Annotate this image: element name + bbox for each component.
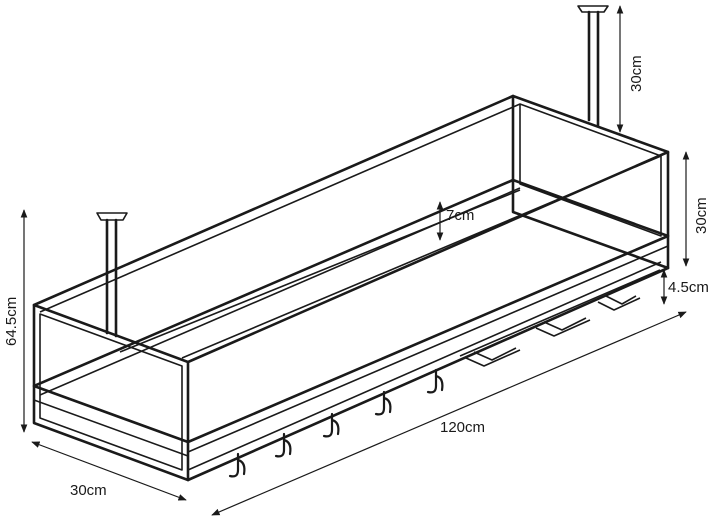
bottom-rail-inner xyxy=(187,261,662,471)
shelf-depth-label: 7cm xyxy=(446,207,474,224)
glass-rack-label: 4.5cm xyxy=(668,279,709,296)
shelf xyxy=(32,178,670,453)
width-label: 30cm xyxy=(70,482,107,499)
hook xyxy=(274,432,292,458)
top-drop-label: 30cm xyxy=(628,55,645,92)
glass-holder xyxy=(597,295,641,311)
end-panel-right xyxy=(511,94,670,270)
hook xyxy=(322,412,340,438)
top-rails xyxy=(32,94,670,364)
dimension-labels: 30cm 30cm 7cm 4.5cm 64.5cm 120cm 30cm xyxy=(3,55,710,499)
length-dimension-line xyxy=(211,311,687,516)
ceiling-mount-left xyxy=(96,212,128,338)
end-height-label: 30cm xyxy=(693,197,710,234)
length-label: 120cm xyxy=(440,419,485,436)
dimension-lines xyxy=(20,5,690,516)
end-panel-left xyxy=(32,303,190,482)
ceiling-mount-right xyxy=(577,5,609,128)
rack-frame xyxy=(32,5,670,482)
s-hooks xyxy=(228,368,444,478)
width-dimension-line xyxy=(31,441,187,501)
total-height-label: 64.5cm xyxy=(3,297,20,346)
